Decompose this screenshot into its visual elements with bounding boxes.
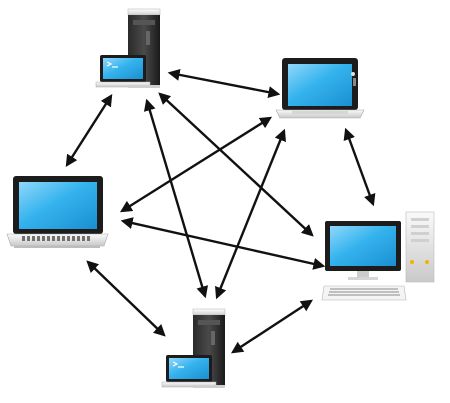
arrow-laptop-left-desktop-right xyxy=(120,217,326,270)
laptop-left-icon xyxy=(6,176,109,248)
laptop-top-right-icon xyxy=(275,58,365,119)
tower-bottom-laptop-icon xyxy=(161,355,217,388)
desktop-right-tower-icon xyxy=(405,211,435,283)
arrow-tower-bottom-desktop-right xyxy=(230,299,314,354)
tower-bottom-computer-icon xyxy=(161,308,226,388)
arrow-laptop-top-right-laptop-left xyxy=(119,116,273,213)
tower-top-computer-icon xyxy=(95,8,161,88)
arrow-laptop-left-tower-bottom xyxy=(86,260,166,337)
desktop-right-keyboard-icon xyxy=(321,285,407,301)
arrow-tower-top-laptop-top-right xyxy=(167,68,281,99)
connection-arrows xyxy=(65,68,376,354)
arrow-tower-top-tower-bottom xyxy=(143,98,209,299)
arrow-laptop-top-right-desktop-right xyxy=(343,127,376,207)
tower-top-laptop-icon xyxy=(95,55,151,88)
arrow-tower-top-laptop-left xyxy=(65,93,113,168)
desktop-right-icon xyxy=(321,211,435,301)
desktop-right-monitor-icon xyxy=(325,221,401,280)
